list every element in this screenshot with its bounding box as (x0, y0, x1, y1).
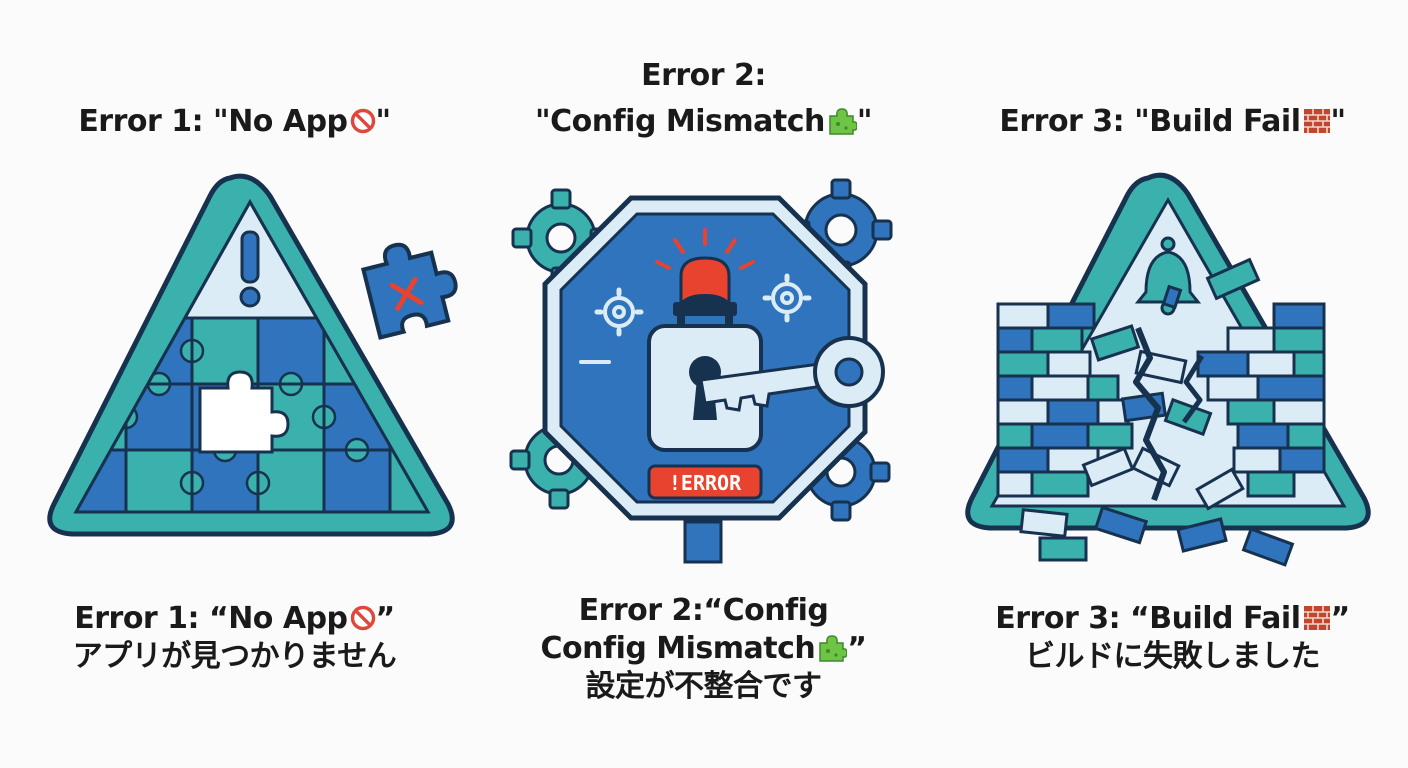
panel-2-heading-text: "Config Mismatch (535, 104, 825, 139)
panel-2-caption-line2: Config Mismatch (540, 631, 816, 666)
panel-2-heading-suffix: " (856, 104, 873, 139)
panel-2-caption-line3: 設定が不整合です (585, 669, 823, 704)
octagon-lock-key-illustration: !ERROR (509, 178, 893, 564)
brick-icon (1303, 109, 1330, 133)
triangle-warning-broken-wall-illustration (965, 172, 1371, 567)
panel-1-heading-text: Error 1: "No App (78, 104, 348, 139)
error-badge-label: !ERROR (669, 471, 742, 495)
panel-3-caption-suffix: ” (1330, 601, 1351, 636)
brick-wall-icon (996, 257, 1326, 567)
gear-icon (603, 282, 803, 328)
missing-puzzle-slot (198, 370, 290, 454)
x-mark-icon (389, 276, 424, 311)
panel-3-caption: Error 3: “Build Fail ” ビルドに失敗しました (938, 600, 1407, 676)
panel-1-heading: Error 1: "No App " (0, 100, 469, 144)
panel-1-heading-suffix: " (375, 104, 392, 139)
panel-3-caption-line2: ビルドに失敗しました (1025, 639, 1321, 674)
error-badge (647, 464, 763, 500)
panel-1-caption-line2: アプリが見つかりません (72, 639, 397, 674)
puzzle-piece-icon (819, 635, 848, 662)
panel-3-heading-suffix: " (1330, 104, 1347, 139)
panel-2-caption-suffix: ” (847, 631, 867, 666)
siren-light-icon (655, 228, 755, 316)
panel-error-3: Error 3: "Build Fail " (938, 0, 1407, 768)
exclamation-icon (239, 230, 261, 308)
puzzle-piece-icon (360, 242, 458, 340)
key-icon (699, 336, 885, 412)
panel-2-heading-line1: Error 2: (641, 58, 766, 93)
panel-3-heading-text: Error 3: "Build Fail (999, 104, 1301, 139)
no-entry-icon (350, 605, 375, 631)
panel-error-2: Error 2: "Config Mismatch " (469, 0, 938, 768)
panel-1-caption: Error 1: “No App ” アプリが見つかりません (0, 600, 469, 676)
panel-2-heading-line2: "Config Mismatch " (469, 100, 938, 144)
brick-icon (1303, 606, 1330, 630)
triangle-warning-puzzle-illustration (47, 173, 458, 537)
wall-crack (1133, 326, 1167, 502)
panel-3-caption-line1: Error 3: “Build Fail (995, 601, 1301, 636)
panel-2-caption-line1: Error 2:“Config (578, 593, 829, 628)
no-entry-icon (350, 108, 375, 134)
panel-3-heading: Error 3: "Build Fail " (938, 100, 1407, 144)
panel-1-caption-line1: Error 1: “No App (74, 601, 348, 636)
panel-error-1: Error 1: "No App " (0, 0, 469, 768)
sign-post (683, 520, 723, 564)
puzzle-piece-icon (829, 108, 857, 135)
panel-1-caption-suffix: ” (375, 601, 396, 636)
panel-2-caption: Error 2:“Config Config Mismatch ” 設定が不整合で… (469, 592, 938, 706)
